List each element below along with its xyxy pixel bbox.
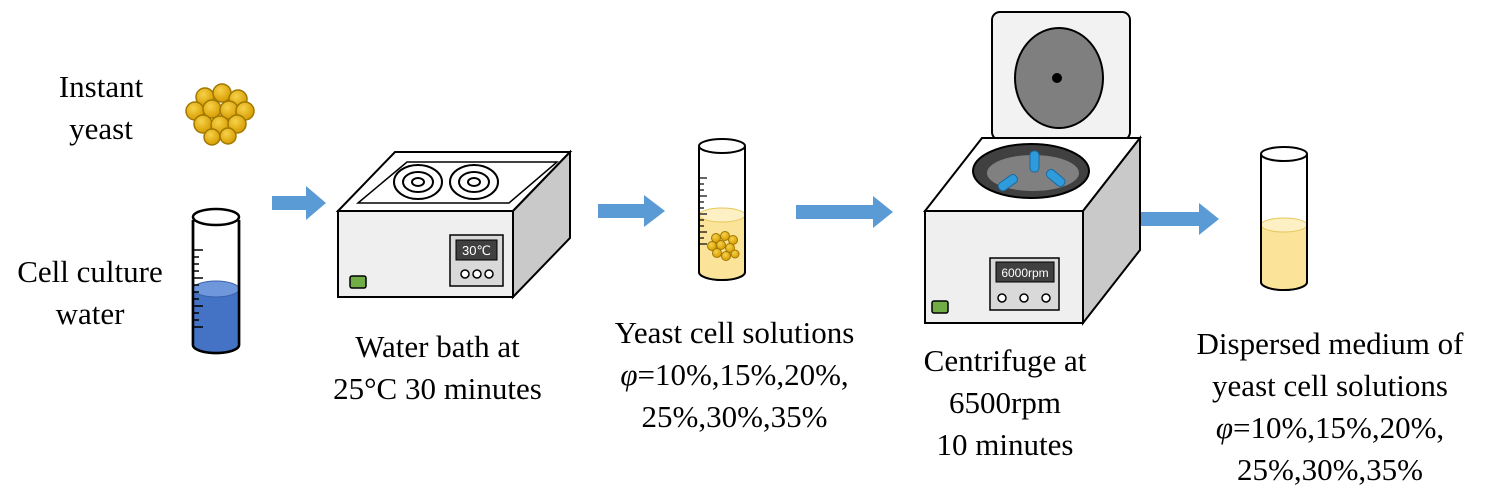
yeast-solutions-label: Yeast cell solutions φ=10%,15%,20%, 25%,… bbox=[614, 315, 855, 434]
centrifuge-label: Centrifuge at 6500rpm 10 minutes bbox=[923, 343, 1087, 462]
sample-tubes-icon bbox=[997, 150, 1066, 192]
phi-symbol: φ bbox=[620, 357, 638, 392]
water-bath-icon: 30℃ bbox=[335, 149, 573, 300]
instant-yeast-label: Instant yeast bbox=[58, 69, 144, 146]
flow-arrow-3 bbox=[796, 196, 893, 228]
centrifuge-icon: 6000rpm bbox=[922, 11, 1143, 326]
water-cylinder-icon bbox=[191, 207, 241, 355]
temperature-display bbox=[455, 239, 498, 261]
centrifuge-power-button bbox=[931, 300, 949, 314]
yeast-solution-tube-icon bbox=[698, 138, 746, 281]
temperature-readout: 30℃ bbox=[462, 243, 491, 258]
flow-arrow-2 bbox=[598, 195, 665, 227]
yeast-granules-icon bbox=[707, 231, 740, 261]
water-bath-label: Water bath at 25°C 30 minutes bbox=[333, 329, 542, 406]
speed-readout: 6000rpm bbox=[1001, 266, 1048, 280]
phi-symbol: φ bbox=[1215, 410, 1233, 445]
flow-arrow-4 bbox=[1141, 203, 1219, 235]
instant-yeast-icon bbox=[185, 83, 255, 146]
dispersed-medium-label: Dispersed medium of yeast cell solutions… bbox=[1196, 326, 1464, 487]
dispersed-medium-tube-icon bbox=[1260, 146, 1308, 291]
flow-arrow-1 bbox=[272, 186, 326, 220]
power-button bbox=[349, 275, 367, 289]
cell-culture-water-label: Cell culture water bbox=[17, 254, 163, 331]
speed-display bbox=[995, 261, 1055, 283]
